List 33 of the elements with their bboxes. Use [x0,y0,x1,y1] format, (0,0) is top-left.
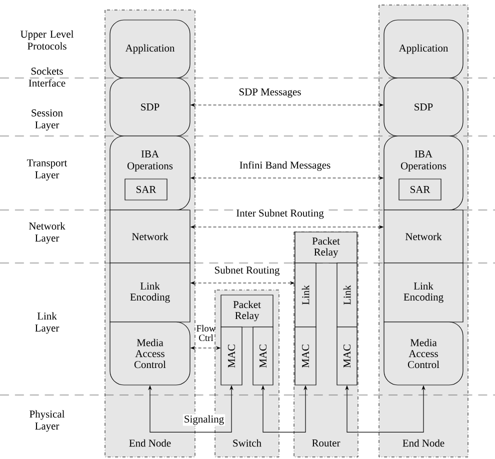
protocol-box: Media Access Control [110,322,190,386]
protocol-box: Link Encoding [384,262,464,322]
protocol-box: Link [294,262,316,328]
layer-label: Sockets Interface [28,67,66,87]
protocol-box: Link Encoding [110,262,190,322]
protocol-box: SDP [384,78,464,136]
protocol-box: MAC [252,326,274,386]
layer-label: Session Layer [32,109,63,131]
protocol-box: Link [336,262,358,328]
protocol-box: MAC [336,326,358,386]
edge-label: Inter Subnet Routing [235,208,325,220]
protocol-box: Network [384,210,464,264]
edge-label: Subnet Routing [213,265,281,277]
protocol-box: Media Access Control [384,322,464,386]
edge-label: Flow Ctrl [196,324,216,342]
protocol-box: SAR [398,178,442,200]
edge-label: Infini Band Messages [238,160,332,172]
edge-label: SDP Messages [238,87,302,99]
protocol-box: SDP [110,78,190,136]
protocol-box: Packet Relay [294,232,358,264]
layer-label: Physical Layer [30,410,65,432]
layer-label: Transport Layer [27,159,68,181]
edge-label: Signaling [182,414,226,426]
protocol-box: MAC [294,326,316,386]
protocol-box: Application [384,20,464,78]
protocol-box: SAR [124,178,168,200]
protocol-box: Packet Relay [220,294,274,328]
protocol-box: Network [110,210,190,264]
layer-label: Network Layer [29,222,66,244]
protocol-box: MAC [220,326,242,386]
layer-label: Upper Level Protocols [20,30,74,50]
layer-label: Link Layer [35,312,60,334]
protocol-box: Application [110,20,190,78]
